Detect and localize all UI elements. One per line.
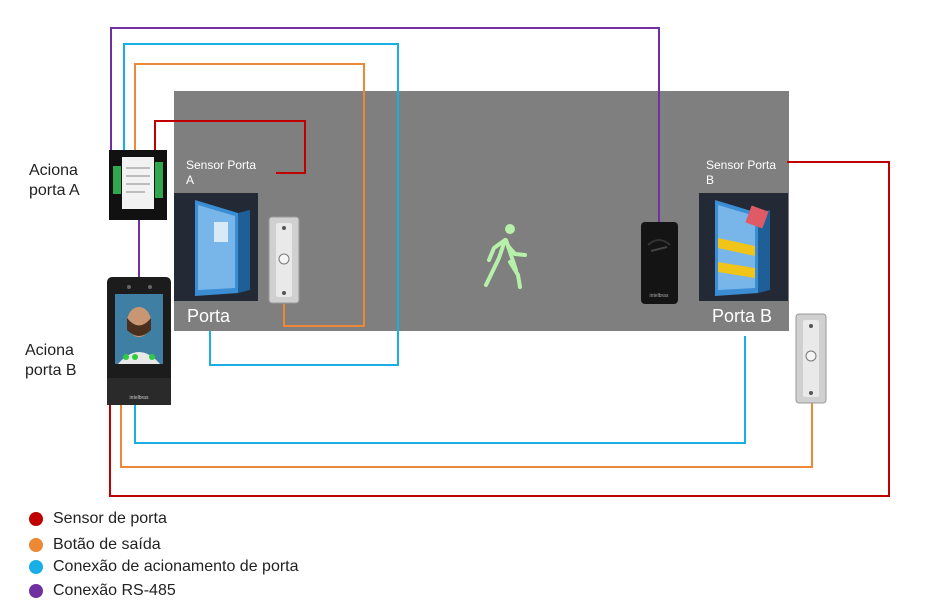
sensor-wire-b: [109, 161, 890, 497]
legend-label: Botão de saída: [53, 536, 161, 553]
svg-text:intelbras: intelbras: [650, 293, 669, 299]
legend-label: Conexão RS-485: [53, 582, 176, 599]
sensor-porta-a-label: Sensor Porta A: [186, 158, 257, 187]
legend-label: Conexão de acionamento de porta: [53, 558, 299, 575]
walking-person-icon: [484, 224, 527, 289]
access-controller-module: [109, 150, 167, 220]
legend-color-dot: [29, 560, 43, 574]
exit-button-b: [795, 313, 827, 404]
legend-item: Botão de saída: [29, 534, 161, 556]
svg-text:intelbras: intelbras: [130, 395, 149, 401]
aciona-porta-b-label: Aciona porta B: [25, 342, 77, 379]
sensor-porta-b-label: Sensor Porta B: [706, 158, 777, 187]
porta-b-label: Porta B: [712, 306, 773, 326]
legend-label: Sensor de porta: [53, 510, 167, 527]
door-b-image: [699, 193, 788, 301]
legend-item: Sensor de porta: [29, 508, 167, 530]
exit-button-wire-b: [120, 402, 813, 468]
rfid-reader: intelbras: [641, 222, 678, 304]
exit-button-a: [268, 216, 300, 304]
aciona-porta-a-label: Aciona porta A: [29, 162, 80, 199]
door-a-image: [174, 193, 258, 301]
porta-a-label: Porta: [187, 306, 231, 326]
exit-button-wire-a: [134, 63, 365, 327]
door-trigger-wire-a: [123, 43, 399, 366]
legend-item: Conexão de acionamento de porta: [29, 556, 299, 578]
rs485-wire-top: [110, 27, 660, 225]
door-trigger-wire-b: [134, 336, 746, 444]
legend-color-dot: [29, 538, 43, 552]
sensor-wire-a: [154, 120, 306, 174]
face-recognition-terminal: intelbras: [107, 277, 171, 405]
legend-item: Conexão RS-485: [29, 580, 176, 602]
room-area: [174, 91, 789, 331]
legend-color-dot: [29, 512, 43, 526]
legend-color-dot: [29, 584, 43, 598]
